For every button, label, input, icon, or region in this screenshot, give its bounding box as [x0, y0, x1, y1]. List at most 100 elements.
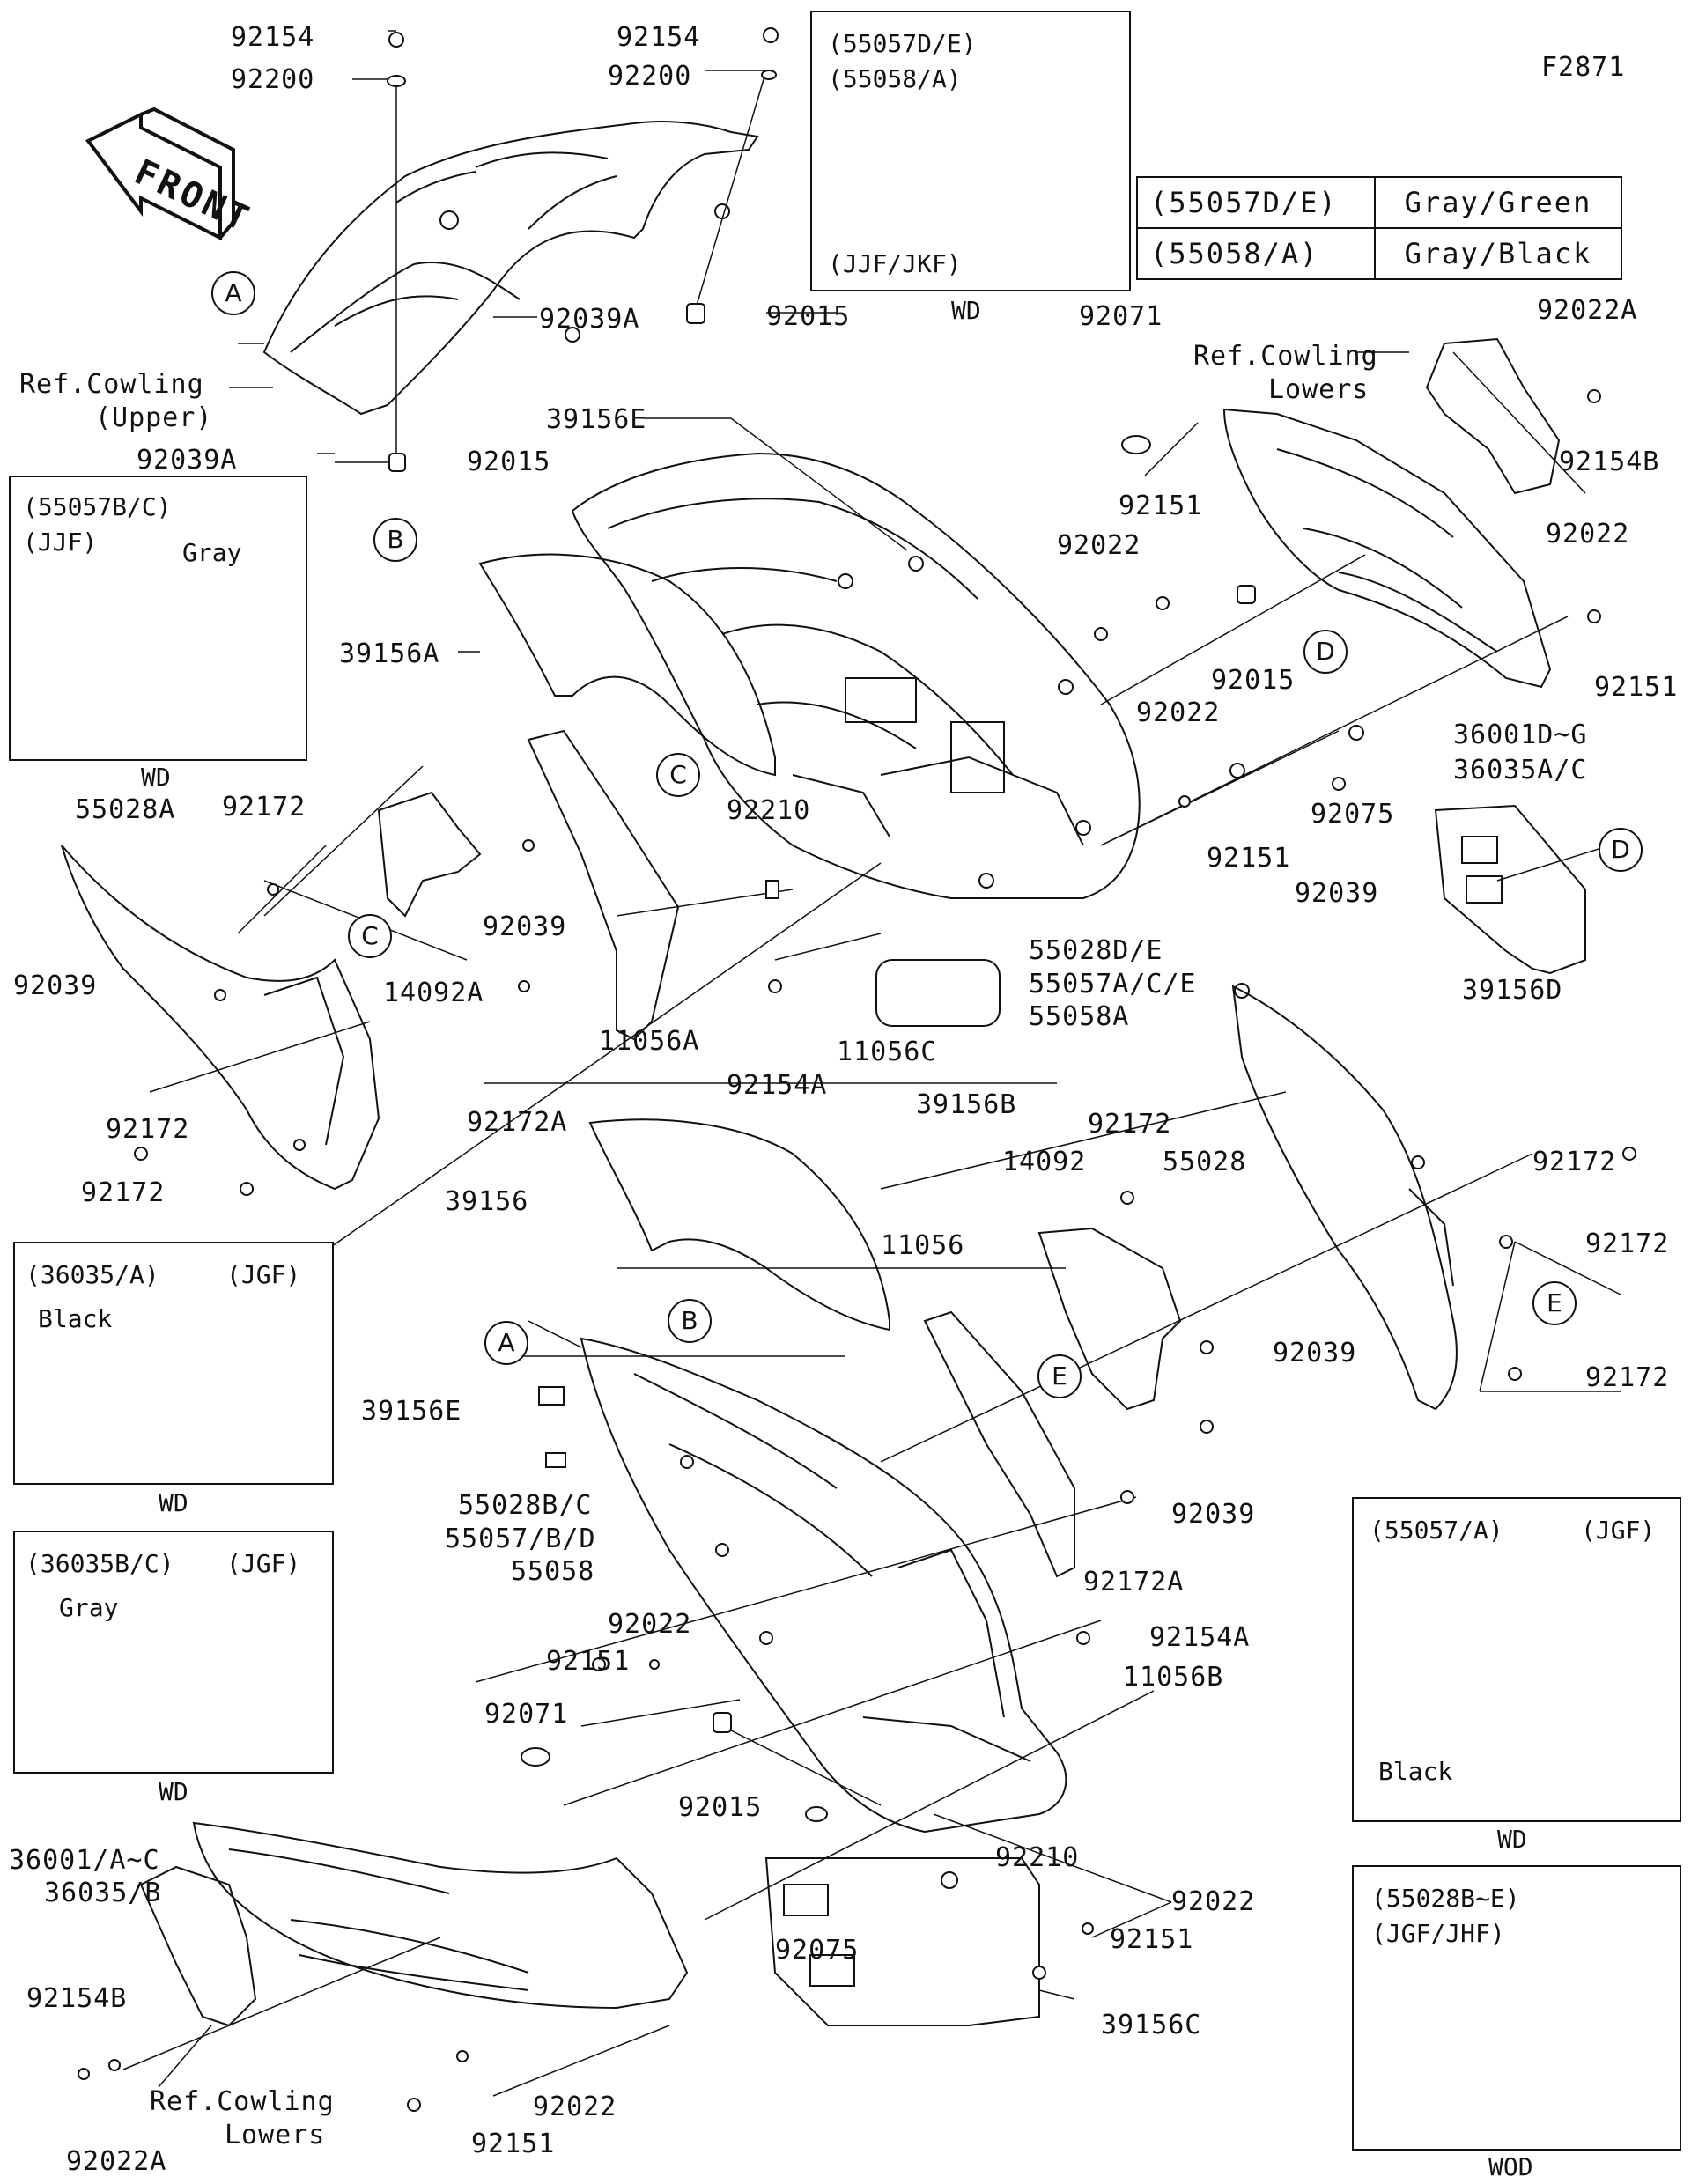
- part-label: 92022: [1171, 1886, 1256, 1917]
- inset-gray-55057bc: (55057B/C) (JJF) Gray: [9, 476, 307, 761]
- ref-label: Ref.Cowling: [19, 369, 204, 400]
- part-label: 55028A: [75, 794, 176, 825]
- part-label: 14092A: [383, 978, 484, 1008]
- side-panel-36001d-part: [1222, 408, 1552, 689]
- ref-label: Lowers: [225, 2120, 326, 2151]
- ref-label: Ref.Cowling: [150, 2086, 335, 2117]
- upper-fairing-part: [262, 121, 759, 416]
- pad-39156b-part: [875, 959, 1001, 1027]
- part-label: 39156D: [1462, 975, 1563, 1006]
- part-label: 92039: [1295, 878, 1379, 909]
- fasteners: [78, 27, 1636, 2112]
- part-label: 92172A: [1083, 1567, 1185, 1597]
- inset-variant-code: (36035B/C): [26, 1549, 174, 1578]
- callout-b: B: [668, 1299, 712, 1343]
- legend-row: (55058/A) Gray/Black: [1136, 227, 1622, 280]
- part-label: 39156A: [339, 638, 440, 669]
- part-label: 92172: [81, 1177, 166, 1208]
- inset-variant-model: (JGF): [226, 1549, 301, 1578]
- pad-39156a-part: [478, 553, 776, 777]
- inset-variant-model: (JGF): [1581, 1516, 1656, 1545]
- part-label: 92172: [1088, 1109, 1172, 1140]
- part-label: 92015: [766, 301, 851, 332]
- part-label: 92015: [1211, 665, 1296, 696]
- part-label: 92172: [1585, 1228, 1670, 1259]
- ref-lowers-bracket-lower-part: [139, 1865, 257, 2027]
- inset-caption: WD: [159, 1777, 188, 1806]
- part-label: 92022A: [66, 2146, 167, 2177]
- part-label: 92075: [775, 1935, 860, 1966]
- ref-lowers-bracket-part: [1425, 337, 1561, 495]
- lower-cowl-55028b-part: [580, 1337, 1067, 1834]
- part-label: 39156E: [361, 1396, 462, 1427]
- part-label: 36035/B: [44, 1878, 162, 1908]
- part-label: 92154: [231, 22, 315, 53]
- part-label: 92172: [1585, 1362, 1670, 1393]
- inset-black-36035a: (36035/A) (JGF) Black: [13, 1242, 334, 1485]
- part-label: 92022A: [1537, 295, 1638, 326]
- part-label: 92022: [1136, 697, 1221, 728]
- inset-variant-code: (55057B/C): [23, 492, 172, 521]
- part-label: 14092: [1002, 1147, 1087, 1177]
- part-label: 92015: [467, 446, 551, 477]
- part-label: 39156E: [546, 404, 647, 435]
- part-label: 92039A: [137, 445, 238, 476]
- part-label: 92210: [995, 1842, 1080, 1873]
- bracket-14092a-part: [377, 791, 482, 918]
- callout-d: D: [1599, 828, 1643, 872]
- inset-color-label: Gray: [59, 1593, 119, 1622]
- ref-label: (Upper): [95, 402, 213, 433]
- part-label: 55028: [1163, 1147, 1247, 1177]
- bracket-14092-part: [1037, 1227, 1182, 1411]
- part-label: 92039: [1273, 1338, 1357, 1369]
- figure-code: F2871: [1541, 52, 1626, 83]
- inset-variant-model: (JGF/JHF): [1371, 1919, 1505, 1948]
- part-label: 92022: [533, 2092, 617, 2122]
- part-label: 55058: [511, 1556, 595, 1587]
- inset-color-label: Black: [38, 1304, 113, 1333]
- part-label: 55057/B/D: [445, 1524, 596, 1554]
- part-label: 36001/A~C: [9, 1845, 160, 1876]
- inset-variant-model: (JJF): [23, 528, 98, 557]
- part-label: 92154: [617, 22, 701, 53]
- inset-variant-code: (55028B~E): [1371, 1884, 1520, 1913]
- inset-wod-55028: (55028B~E) (JGF/JHF): [1352, 1865, 1681, 2151]
- part-label: 92172: [222, 792, 306, 823]
- legend-color: Gray/Green: [1374, 176, 1622, 229]
- inset-caption: WD: [951, 296, 981, 325]
- callout-a: A: [484, 1321, 528, 1365]
- inset-variant-code: (55057D/E): [828, 29, 977, 58]
- pad-39156c-part: [764, 1857, 1040, 2026]
- part-label: 92151: [471, 2129, 556, 2159]
- part-label: 55028B/C: [458, 1490, 593, 1521]
- part-label: 92071: [484, 1699, 569, 1730]
- part-label: 92022: [1546, 519, 1630, 550]
- part-label: 11056A: [599, 1026, 700, 1057]
- callout-c: C: [348, 914, 392, 958]
- part-label: 92200: [608, 61, 692, 92]
- color-legend: (55057D/E) Gray/Green (55058/A) Gray/Bla…: [1136, 176, 1622, 280]
- side-panel-55028a-part: [61, 845, 380, 1191]
- inset-variant-model: (JGF): [226, 1260, 301, 1289]
- part-label: 92075: [1311, 799, 1395, 830]
- inset-variant-code: (55057/A): [1370, 1516, 1503, 1545]
- inset-variant-55057de: (55057D/E) (55058/A) (JJF/JKF): [810, 11, 1131, 291]
- callout-d: D: [1303, 630, 1348, 674]
- pad-39156-part: [588, 1118, 890, 1332]
- legend-code: (55058/A): [1136, 227, 1376, 280]
- part-label: 55058A: [1029, 1001, 1130, 1032]
- inset-caption: WD: [159, 1488, 188, 1517]
- inset-variant-code: (36035/A): [26, 1260, 159, 1289]
- part-label: 92022: [608, 1609, 692, 1640]
- part-label: 92022: [1057, 530, 1141, 561]
- part-label: 92015: [678, 1792, 763, 1823]
- inset-variant-model: (JJF/JKF): [828, 249, 962, 278]
- part-label: 92172: [1532, 1147, 1617, 1177]
- part-label: 39156B: [916, 1089, 1017, 1120]
- inset-color-label: Gray: [182, 538, 242, 567]
- part-label: 92154B: [26, 1983, 128, 2014]
- part-label: 92172: [106, 1114, 190, 1145]
- part-label: 92200: [231, 64, 315, 95]
- part-label: 92210: [727, 795, 811, 826]
